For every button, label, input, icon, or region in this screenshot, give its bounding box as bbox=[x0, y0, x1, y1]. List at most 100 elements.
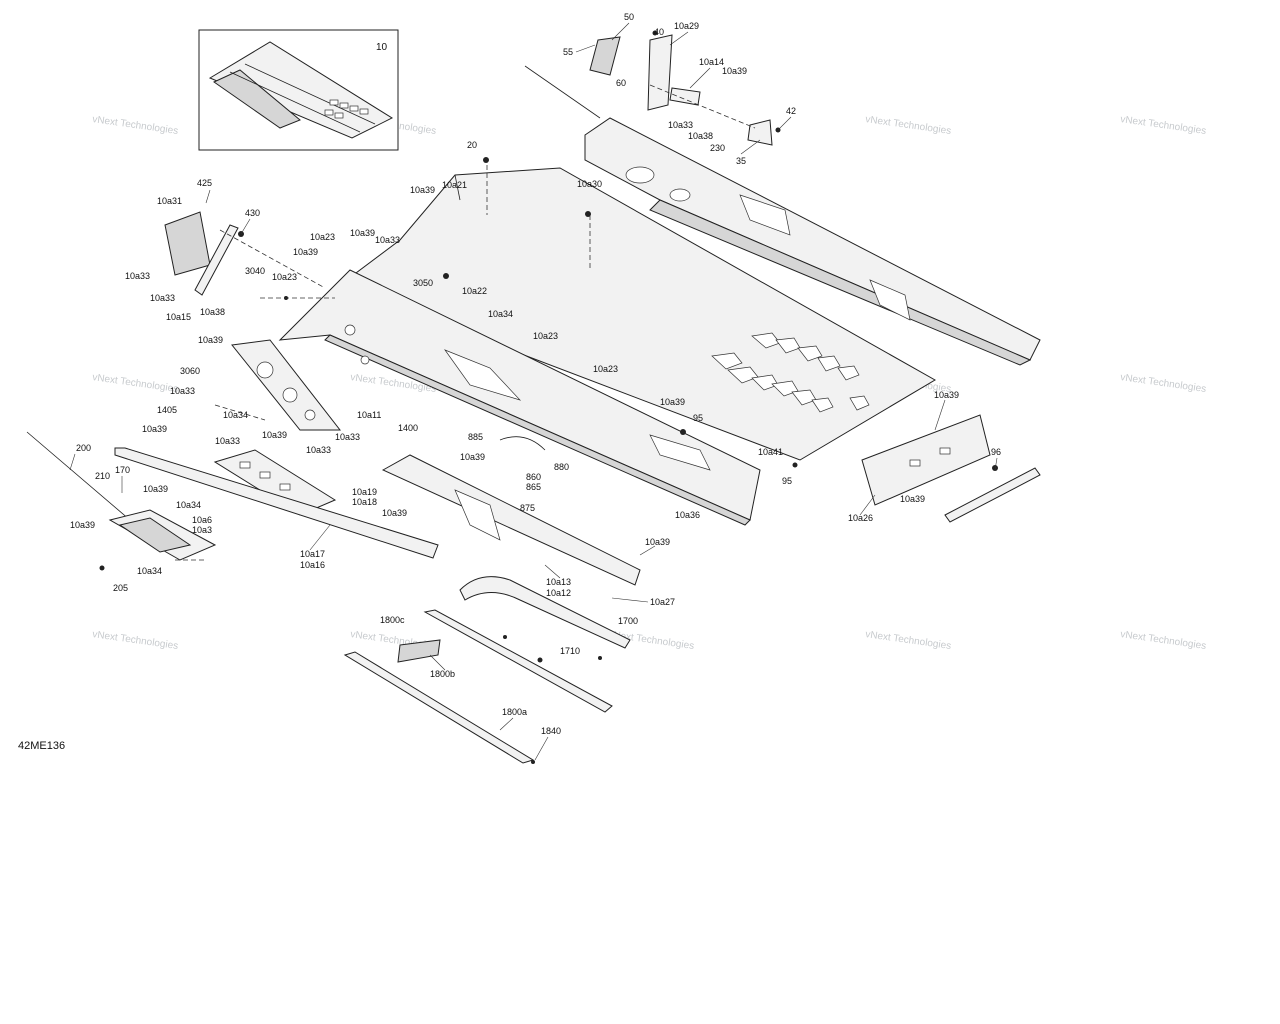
callout-label: 50 bbox=[624, 12, 634, 22]
fasteners bbox=[99, 30, 998, 764]
callout-label: 10a39 bbox=[198, 335, 223, 345]
inset-cutouts bbox=[324, 99, 369, 119]
left-running-board bbox=[114, 447, 439, 559]
front-bracket-plate bbox=[231, 339, 342, 431]
callout-label: 10a33 bbox=[335, 432, 360, 442]
deck-cutouts bbox=[711, 332, 870, 413]
callout-label: 10a6 bbox=[192, 515, 212, 525]
callout-label: 10a39 bbox=[660, 397, 685, 407]
callout-label: 60 bbox=[616, 78, 626, 88]
footrest-trim bbox=[423, 609, 613, 713]
callout-label: 210 bbox=[95, 471, 110, 481]
callout-label: 425 bbox=[197, 178, 212, 188]
right-side-rail bbox=[524, 65, 1041, 366]
crossmember-body bbox=[861, 414, 991, 506]
callout-label: 10a23 bbox=[593, 364, 618, 374]
rail-left-flange bbox=[324, 334, 751, 526]
callout-label: 10a23 bbox=[533, 331, 558, 341]
callout-label: 10a13 bbox=[546, 577, 571, 587]
callout-label: 10a39 bbox=[645, 537, 670, 547]
callout-label: 10a39 bbox=[142, 424, 167, 434]
bumper-bar bbox=[944, 467, 1041, 523]
running-board-strip bbox=[114, 447, 439, 559]
callout-label: 10a33 bbox=[306, 445, 331, 455]
assembly-lines bbox=[175, 84, 756, 561]
callout-label: 10a34 bbox=[488, 309, 513, 319]
callout-label: 10a18 bbox=[352, 497, 377, 507]
callout-label: 10a39 bbox=[143, 484, 168, 494]
callout-label: 10a29 bbox=[674, 21, 699, 31]
callout-label: 10a33 bbox=[375, 235, 400, 245]
callout-label: 10a41 bbox=[758, 447, 783, 457]
connector-bracket bbox=[397, 639, 441, 663]
callout-label: 3040 bbox=[245, 266, 265, 276]
front-left-inner bbox=[118, 517, 192, 553]
callout-label: 865 bbox=[526, 482, 541, 492]
callout-label: 1800b bbox=[430, 669, 455, 679]
callout-label: 10a17 bbox=[300, 549, 325, 559]
callout-label: 10a39 bbox=[460, 452, 485, 462]
callout-label: 1700 bbox=[618, 616, 638, 626]
callout-label: 10a39 bbox=[70, 520, 95, 530]
callout-label: 875 bbox=[520, 503, 535, 513]
callout-label: 1405 bbox=[157, 405, 177, 415]
bumper-rod bbox=[944, 467, 1041, 523]
watermark: vNext Technologies bbox=[1120, 114, 1207, 137]
callout-label: 10a33 bbox=[668, 120, 693, 130]
callout-label: 96 bbox=[991, 447, 1001, 457]
callout-label: 10a26 bbox=[848, 513, 873, 523]
watermark: vNext Technologies bbox=[92, 372, 179, 395]
lower-rail bbox=[381, 454, 641, 586]
callout-label: 10a34 bbox=[137, 566, 162, 576]
inner-brace bbox=[213, 449, 337, 516]
callout-label: 3050 bbox=[413, 278, 433, 288]
callout-label: 35 bbox=[736, 156, 746, 166]
callout-label: 10a33 bbox=[215, 436, 240, 446]
tunnel-deck bbox=[338, 167, 936, 461]
callout-label: 10a23 bbox=[272, 272, 297, 282]
callout-label: 10a38 bbox=[688, 131, 713, 141]
callout-label: 10a38 bbox=[200, 307, 225, 317]
cooler-bracket bbox=[164, 211, 211, 276]
callout-label: 42 bbox=[786, 106, 796, 116]
center-lower-rail bbox=[381, 436, 641, 586]
diagram-code: 42ME136 bbox=[18, 740, 65, 752]
callout-label: 10a39 bbox=[934, 390, 959, 400]
callout-label: 10a27 bbox=[650, 597, 675, 607]
inset-rail bbox=[212, 69, 301, 129]
callout-label: 880 bbox=[554, 462, 569, 472]
callout-label: 10a16 bbox=[300, 560, 325, 570]
callout-label: 10a39 bbox=[900, 494, 925, 504]
callout-label: 40 bbox=[654, 27, 664, 37]
callout-label: 10a22 bbox=[462, 286, 487, 296]
callout-label: 170 bbox=[115, 465, 130, 475]
corner-bracket bbox=[747, 119, 773, 146]
rear-left-bracket bbox=[164, 211, 239, 296]
callout-label: 3060 bbox=[180, 366, 200, 376]
callout-label: 10a39 bbox=[293, 247, 318, 257]
callout-label: 10a11 bbox=[357, 410, 381, 420]
callout-label: 1800c bbox=[380, 615, 405, 625]
leader-lines bbox=[69, 22, 998, 761]
rail-left-upper bbox=[278, 269, 761, 521]
callout-label: 1800a bbox=[502, 707, 527, 717]
callout-label: 10a3 bbox=[192, 525, 212, 535]
left-side-rail bbox=[278, 269, 761, 526]
footrest-upper bbox=[459, 576, 631, 649]
watermark: vNext Technologies bbox=[1120, 372, 1207, 395]
antenna-rod bbox=[524, 65, 601, 119]
bracket-plate bbox=[231, 339, 342, 431]
support-arm bbox=[194, 224, 239, 296]
callout-label: 200 bbox=[76, 443, 91, 453]
callout-label: 10a39 bbox=[722, 66, 747, 76]
callout-label: 10a39 bbox=[262, 430, 287, 440]
callout-label: 10a39 bbox=[410, 185, 435, 195]
callout-label: 10a33 bbox=[170, 386, 195, 396]
watermark: vNext Technologies bbox=[865, 629, 952, 652]
callout-label: 10a14 bbox=[699, 57, 724, 67]
callout-label: 10a31 bbox=[157, 196, 182, 206]
small-bracket bbox=[669, 87, 701, 106]
callout-label: 860 bbox=[526, 472, 541, 482]
callout-label: 10a39 bbox=[350, 228, 375, 238]
